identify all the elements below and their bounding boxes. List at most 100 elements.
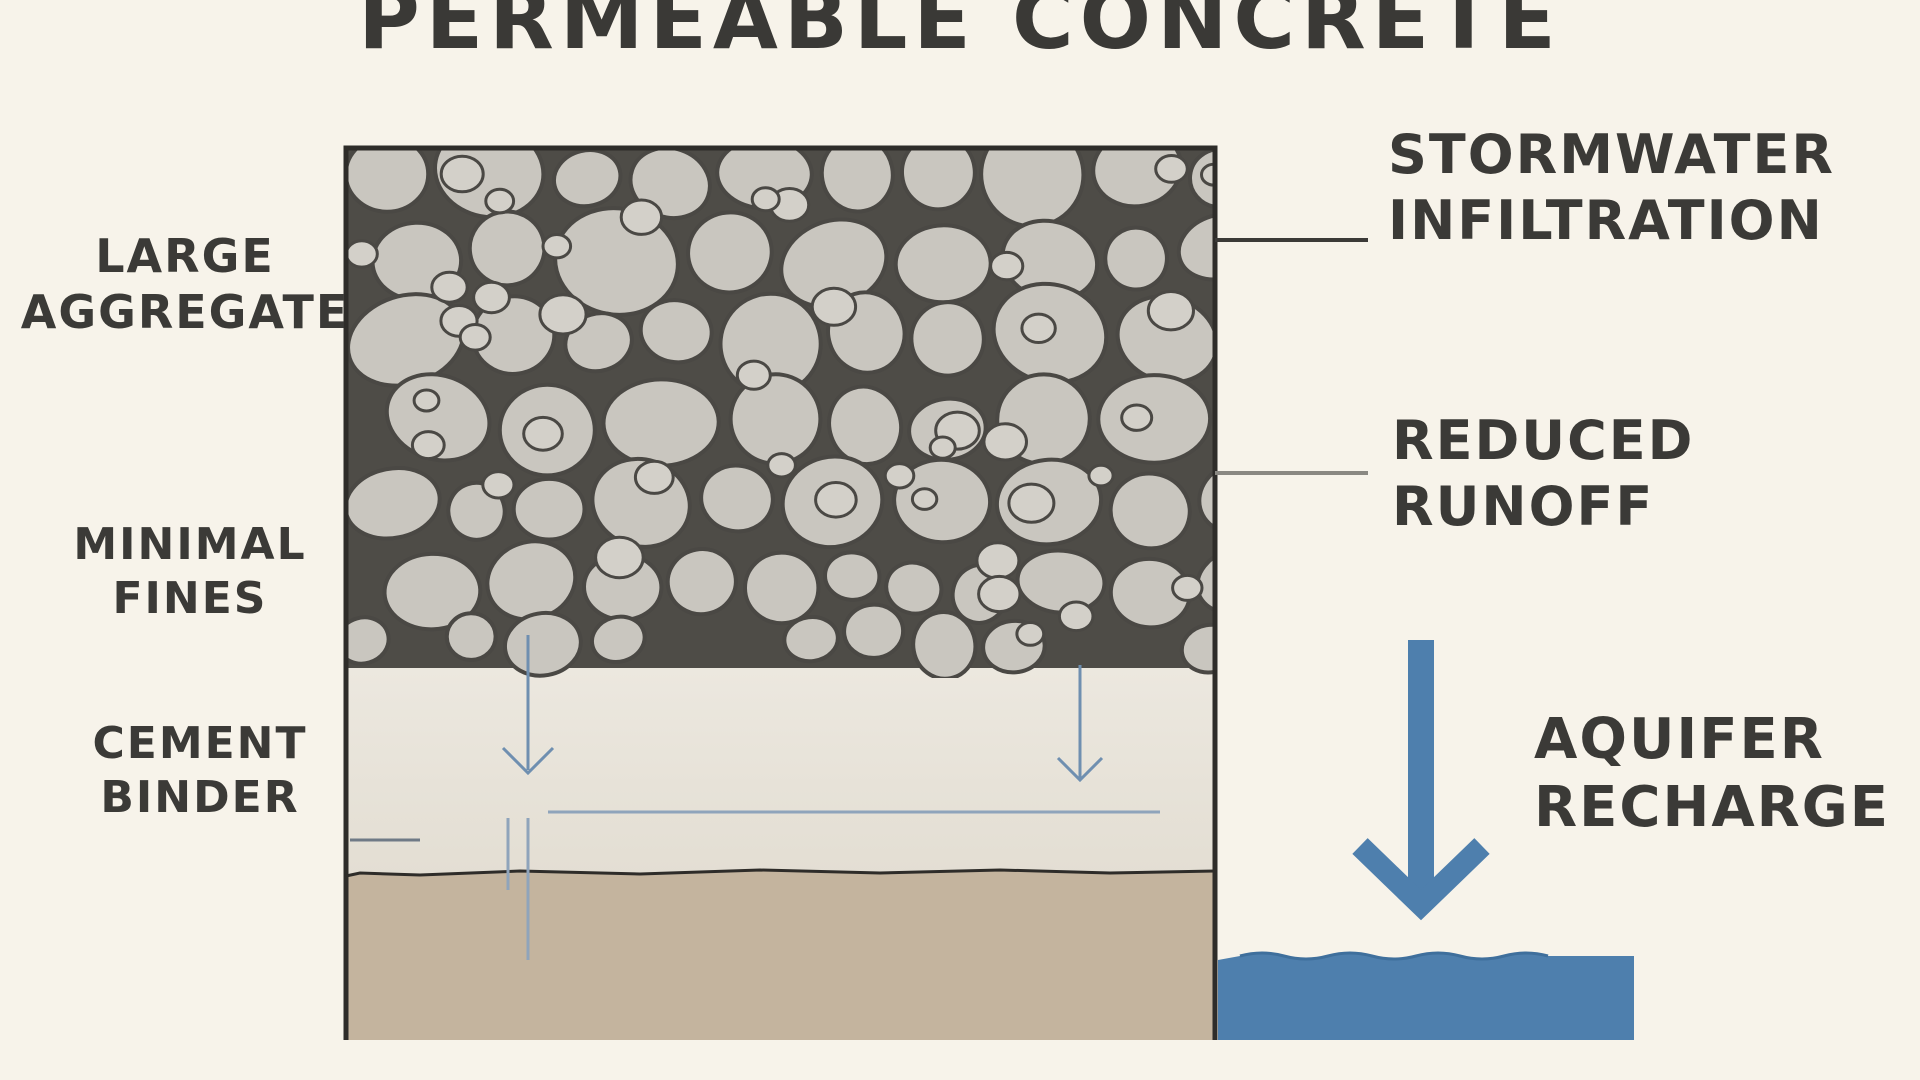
aggregate-stone xyxy=(1108,471,1192,551)
aggregate-pebble xyxy=(1146,290,1196,332)
aggregate-pebble xyxy=(766,452,797,479)
aggregate-stone xyxy=(909,300,986,378)
diagram-title: PERMEABLE CONCRETE xyxy=(358,0,1562,68)
aggregate-pebble xyxy=(481,470,516,500)
aggregate-pebble xyxy=(910,487,939,511)
aggregate-pebble xyxy=(883,462,916,490)
aggregate-stone xyxy=(782,615,840,664)
aggregate-pebble xyxy=(1020,312,1057,344)
aggregate-pebble xyxy=(977,574,1022,614)
aggregate-pebble xyxy=(989,250,1025,282)
aggregate-pebble xyxy=(1087,463,1115,488)
aggregate-pebble xyxy=(541,233,573,260)
aggregate-stone xyxy=(1197,458,1215,537)
label-large-aggregate-line2: AGGREGATE xyxy=(20,285,350,340)
aggregate-stone xyxy=(1096,373,1213,465)
soil-boundary-line xyxy=(345,868,1216,878)
label-large-aggregate-line1: LARGE xyxy=(95,229,275,283)
label-stormwater-infiltration: STORMWATER INFILTRATION xyxy=(1388,122,1835,254)
aggregate-stone xyxy=(382,551,483,632)
aggregate-stone xyxy=(819,148,895,214)
aggregate-stone xyxy=(601,377,721,468)
aggregate-stone xyxy=(699,463,775,534)
aquifer-recharge-arrow xyxy=(1352,640,1490,921)
label-stormwater-line1: STORMWATER xyxy=(1388,123,1835,186)
aggregate-pebble xyxy=(1007,482,1056,524)
aggregate-stone xyxy=(511,476,587,542)
aggregate-pebble xyxy=(522,415,564,452)
label-minimal-fines-line2: FINES xyxy=(112,572,268,624)
aggregate-stone xyxy=(665,547,738,617)
cross-section-frame xyxy=(343,145,1218,1040)
aggregate-pebble xyxy=(814,481,858,519)
aggregate-stone xyxy=(893,223,993,305)
label-aquifer-recharge: AQUIFER RECHARGE xyxy=(1534,706,1890,843)
aggregate-pebble xyxy=(810,286,858,327)
infiltration-arrow-right xyxy=(1056,665,1104,783)
aggregate-stone xyxy=(1219,294,1326,396)
drain-pipe xyxy=(506,810,1160,960)
aggregate-pebble xyxy=(484,187,516,215)
aggregate-pebble xyxy=(633,459,675,495)
aggregate-stone xyxy=(346,466,442,541)
aggregate-stone xyxy=(1239,600,1324,684)
aggregate-pebble xyxy=(975,541,1021,580)
aggregate-stone xyxy=(911,610,978,678)
aggregate-pebble xyxy=(735,359,772,391)
aggregate-stone xyxy=(433,148,546,220)
label-reduced-runoff-line1: REDUCED xyxy=(1392,409,1695,472)
label-aquifer-recharge-line1: AQUIFER xyxy=(1534,707,1825,772)
infiltration-arrow-left xyxy=(501,635,555,776)
aggregate-pebble xyxy=(982,422,1029,462)
aggregate-pebble xyxy=(750,186,781,213)
aggregate-pebble xyxy=(439,154,485,194)
aggregate-pebble xyxy=(1057,600,1095,633)
aggregate-pebble xyxy=(594,535,645,580)
label-minimal-fines: MINIMAL FINES xyxy=(40,518,340,625)
aggregate-stone xyxy=(743,550,821,626)
label-aquifer-recharge-line2: RECHARGE xyxy=(1534,775,1891,841)
aggregate-pebble xyxy=(412,388,441,413)
label-cement-binder-line2: BINDER xyxy=(100,771,300,823)
aggregate-stone xyxy=(638,298,714,365)
label-large-aggregate: LARGE AGGREGATE xyxy=(20,228,350,340)
label-minimal-fines-line1: MINIMAL xyxy=(73,519,307,570)
aggregate-stone xyxy=(686,210,774,295)
aggregate-pebble xyxy=(1015,621,1046,647)
aggregate-stones xyxy=(346,148,1326,684)
aggregate-stone xyxy=(1188,148,1215,210)
label-cement-binder-line1: CEMENT xyxy=(92,718,308,769)
aggregate-pebble xyxy=(1120,403,1154,432)
aggregate-stone xyxy=(827,384,904,466)
aggregate-pebble xyxy=(410,430,446,461)
label-stormwater-line2: INFILTRATION xyxy=(1388,188,1824,252)
aquifer-water xyxy=(1218,951,1634,1040)
soil-layer xyxy=(346,870,1215,1040)
label-reduced-runoff-line2: RUNOFF xyxy=(1392,474,1655,538)
aggregate-pebble xyxy=(1154,154,1189,184)
label-reduced-runoff: REDUCED RUNOFF xyxy=(1392,408,1694,540)
aggregate-pebble xyxy=(1171,573,1204,602)
aggregate-pebble xyxy=(928,435,957,460)
aggregate-stone xyxy=(444,611,498,662)
aggregate-stone xyxy=(823,550,882,602)
aggregate-stone xyxy=(842,602,906,660)
aggregate-pebble xyxy=(346,239,379,269)
aggregate-stone xyxy=(1209,369,1312,463)
aggregate-stone xyxy=(346,148,431,214)
aggregate-stone xyxy=(1176,212,1215,282)
aggregate-stone xyxy=(346,615,391,666)
aggregate-stone xyxy=(502,610,583,678)
aggregate-pebble xyxy=(458,323,492,352)
aggregate-stone xyxy=(551,148,623,209)
aggregate-pebble xyxy=(472,280,511,315)
aggregate-pebble xyxy=(430,270,469,304)
label-cement-binder: CEMENT BINDER xyxy=(55,717,345,824)
aggregate-pebble xyxy=(619,198,664,236)
aggregate-stone xyxy=(899,148,977,212)
aggregate-stone xyxy=(884,560,944,616)
aggregate-stone xyxy=(589,614,647,664)
aggregate-pebble xyxy=(538,293,588,336)
